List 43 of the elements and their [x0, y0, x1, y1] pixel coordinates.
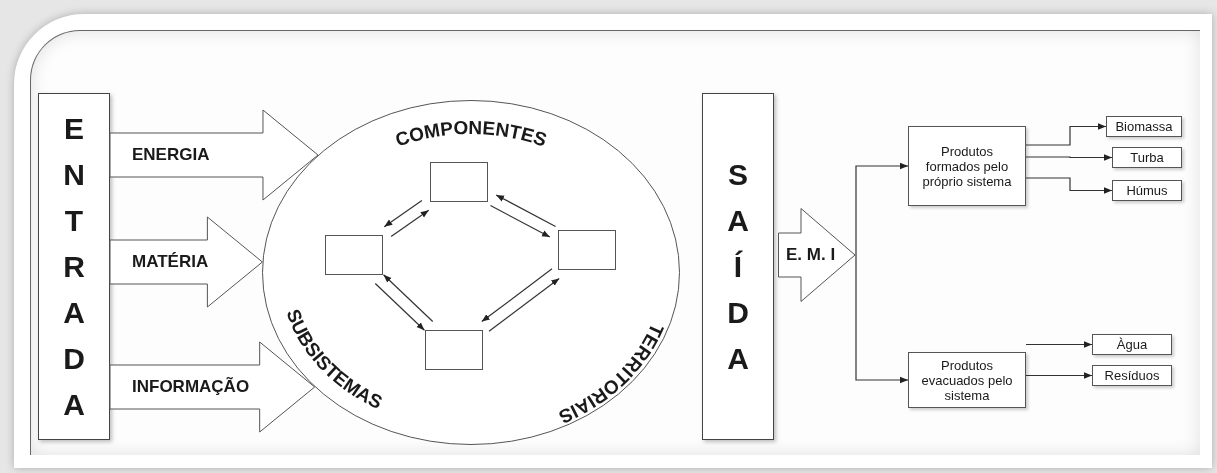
edge-label: INFORMAÇÃO: [132, 377, 250, 397]
vertical-label: SAÍDA: [726, 156, 750, 377]
text-box: [1092, 334, 1172, 355]
vertical-label-box: [38, 93, 110, 440]
arrow: [855, 254, 909, 384]
text-box: [908, 352, 1026, 408]
empty-box: [425, 330, 483, 370]
text-box: [1092, 365, 1172, 386]
block-arrow: [778, 208, 856, 302]
arrow: [1025, 341, 1093, 348]
empty-box: [325, 235, 383, 275]
text-box: [1112, 180, 1182, 201]
arrow-label: E. M. I: [786, 245, 836, 265]
arrow: [495, 194, 557, 228]
box-label: Àgua: [1116, 337, 1148, 352]
curved-label: COMPONENTES: [392, 116, 550, 151]
box-label: Húmus: [1126, 183, 1168, 198]
arrow: [382, 274, 434, 323]
arrow: [1025, 123, 1107, 146]
text-box: [1112, 147, 1182, 168]
arrow: [374, 282, 426, 331]
arrow: [1025, 154, 1113, 161]
vertical-label: ENTRADA: [62, 110, 86, 423]
arrow: [1025, 177, 1113, 194]
empty-box: [430, 162, 488, 202]
arrow: [488, 277, 560, 332]
text-box: [1106, 116, 1182, 137]
box-label: Produtos evacuados pelo sistema: [920, 357, 1014, 403]
box-label: Turba: [1130, 150, 1164, 165]
arrow: [489, 204, 551, 238]
arrow: [1025, 372, 1093, 379]
box-label: Biomassa: [1115, 119, 1173, 134]
system-ellipse: [262, 100, 680, 445]
text-box: [908, 126, 1026, 206]
vertical-label-box: [702, 93, 774, 440]
arrow: [383, 199, 423, 228]
arrow: [855, 162, 909, 256]
block-arrow: [109, 109, 319, 201]
box-label: Produtos formados pelo próprio sistema: [921, 143, 1013, 189]
box-label: Resíduos: [1104, 368, 1160, 383]
empty-box: [558, 230, 616, 270]
arrow: [481, 268, 553, 323]
arrow: [390, 209, 430, 238]
